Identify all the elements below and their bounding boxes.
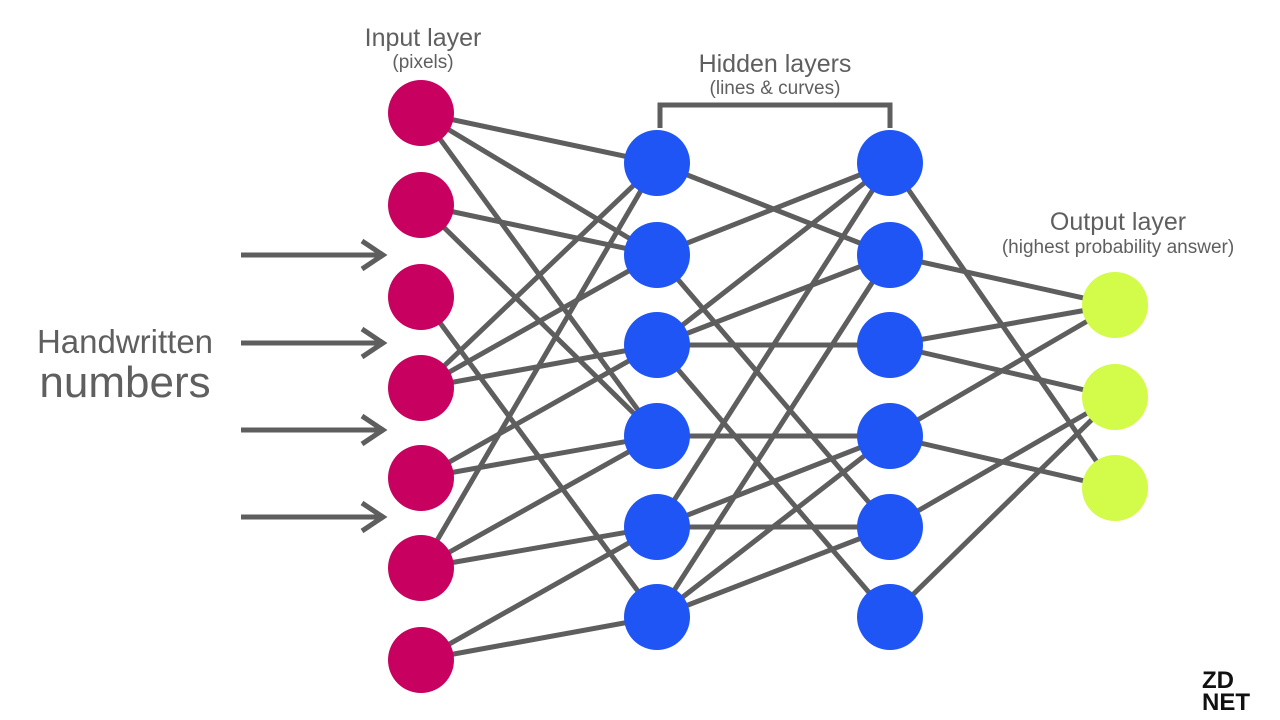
input-node-0 [388, 80, 454, 146]
connection-hidden2-2-to-output-0 [887, 302, 1118, 348]
connection-hidden1-5-to-hidden2-4 [654, 524, 893, 620]
input-node-6 [388, 627, 454, 693]
connection-hidden1-2-to-hidden2-1 [654, 252, 893, 348]
neurons [388, 80, 1148, 693]
arrow-right-icon [241, 413, 388, 447]
connection-hidden1-1-to-hidden2-4 [654, 252, 893, 530]
hidden1-node-4 [624, 494, 690, 560]
connection-hidden1-4-to-hidden2-0 [654, 160, 893, 530]
connection-input-0-to-hidden1-0 [418, 110, 660, 166]
hidden-layers-title: Hidden layers [699, 50, 852, 78]
hidden2-node-4 [857, 494, 923, 560]
source-label-line2: numbers [39, 358, 210, 407]
hidden2-node-1 [857, 222, 923, 288]
connection-hidden1-5-to-hidden2-1 [654, 252, 893, 620]
connection-input-5-to-hidden1-4 [418, 524, 660, 571]
connection-hidden2-1-to-output-0 [887, 252, 1118, 308]
input-node-3 [388, 355, 454, 421]
hidden1-node-2 [624, 312, 690, 378]
connection-input-3-to-hidden1-0 [418, 160, 660, 391]
arrow-right-icon [241, 326, 388, 360]
input-node-4 [388, 445, 454, 511]
connections [418, 110, 1118, 663]
output-layer-title: Output layer [1050, 208, 1186, 236]
input-arrows [241, 238, 388, 534]
connection-hidden1-4-to-hidden2-3 [654, 433, 893, 530]
connection-hidden2-5-to-output-1 [887, 394, 1118, 620]
connection-input-3-to-hidden1-1 [418, 252, 660, 391]
input-layer-subtitle: (pixels) [392, 52, 453, 73]
output-node-2 [1082, 455, 1148, 521]
connection-input-5-to-hidden1-0 [418, 160, 660, 571]
connection-input-5-to-hidden1-3 [418, 433, 660, 571]
connection-hidden1-1-to-hidden2-0 [654, 160, 893, 258]
connection-input-0-to-hidden1-1 [418, 110, 660, 258]
connection-hidden1-5-to-hidden2-3 [654, 433, 893, 620]
input-node-1 [388, 172, 454, 238]
hidden1-node-1 [624, 222, 690, 288]
hidden2-node-3 [857, 403, 923, 469]
connection-hidden2-4-to-output-1 [887, 394, 1118, 530]
zdnet-logo: ZD NET [1202, 667, 1250, 716]
source-label-line1: Handwritten [37, 323, 213, 360]
logo-line1: ZD [1202, 667, 1234, 694]
connection-input-1-to-hidden1-1 [418, 202, 660, 258]
connection-input-4-to-hidden1-3 [418, 433, 660, 481]
hidden1-node-3 [624, 403, 690, 469]
hidden2-node-0 [857, 130, 923, 196]
hidden-layers-subtitle: (lines & curves) [710, 78, 841, 99]
input-layer-title: Input layer [365, 24, 482, 52]
output-node-1 [1082, 364, 1148, 430]
connection-hidden2-3-to-output-0 [887, 302, 1118, 439]
arrow-right-icon [241, 500, 388, 534]
connection-input-6-to-hidden1-4 [418, 524, 660, 663]
connection-input-6-to-hidden1-5 [418, 614, 660, 663]
hidden1-node-0 [624, 130, 690, 196]
output-layer-subtitle: (highest probability answer) [1002, 237, 1234, 258]
hidden1-node-5 [624, 584, 690, 650]
hidden2-node-5 [857, 584, 923, 650]
connection-input-4-to-hidden1-2 [418, 342, 660, 481]
connection-hidden1-2-to-hidden2-0 [654, 160, 893, 348]
arrow-right-icon [241, 238, 388, 272]
input-node-5 [388, 535, 454, 601]
hidden2-node-2 [857, 312, 923, 378]
logo-line2: NET [1202, 689, 1250, 716]
output-node-0 [1082, 272, 1148, 338]
hidden-layers-bracket [657, 102, 893, 128]
input-node-2 [388, 264, 454, 330]
